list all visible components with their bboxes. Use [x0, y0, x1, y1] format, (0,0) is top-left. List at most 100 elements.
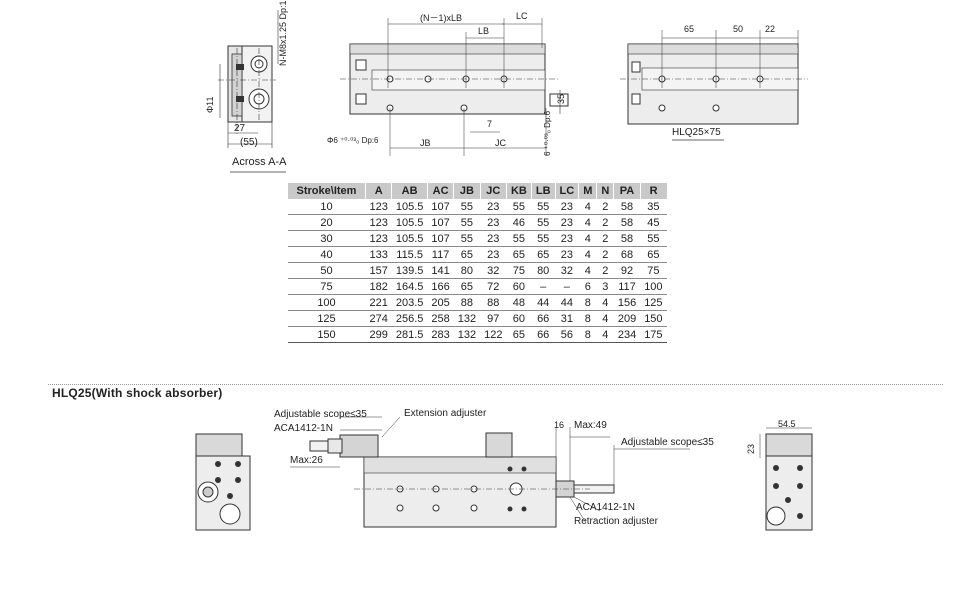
- dim-545-label: 54.5: [778, 419, 796, 429]
- dim-phi11-label: Φ11: [205, 96, 215, 113]
- table-cell: 8: [578, 326, 597, 343]
- table-cell: 60: [506, 310, 532, 327]
- table-cell: 107: [427, 199, 454, 215]
- table-cell: 209: [613, 310, 641, 327]
- dim-jc-label: JC: [495, 138, 506, 148]
- table-cell: 4: [578, 214, 597, 231]
- dim-7-label: 7: [487, 119, 493, 129]
- table-cell: 4: [578, 262, 597, 279]
- section-title: HLQ25(With shock absorber): [52, 386, 226, 400]
- table-cell: 4: [578, 246, 597, 263]
- table-cell: 23: [555, 230, 579, 247]
- aca-right-label: ACA1412-1N: [576, 502, 635, 513]
- table-cell: 203.5: [391, 294, 428, 311]
- dim-22-label: 22: [765, 24, 776, 34]
- table-cell: 65: [640, 246, 667, 263]
- adj-scope-left-label: Adjustable scope≤35: [274, 409, 367, 420]
- table-cell: 65: [531, 246, 556, 263]
- table-cell: 58: [613, 214, 641, 231]
- caption-across-aa: Across A-A: [232, 156, 287, 168]
- max26-label: Max:26: [290, 455, 323, 466]
- dim-55-label: (55): [240, 137, 258, 148]
- table-cell: 23: [555, 214, 579, 231]
- table-cell: 122: [480, 326, 507, 343]
- dim-65-label: 65: [684, 24, 695, 34]
- table-cell: 2: [596, 246, 614, 263]
- table-cell: 8: [578, 310, 597, 327]
- table-cell: 88: [453, 294, 481, 311]
- table-cell: 55: [531, 214, 556, 231]
- table-cell: 175: [640, 326, 667, 343]
- table-cell: 55: [640, 230, 667, 247]
- table-cell: 23: [480, 230, 507, 247]
- dim-jb-label: JB: [420, 138, 431, 148]
- shock-front-view-svg: [759, 427, 813, 531]
- shock-end-view-svg: [195, 433, 251, 531]
- table-header-cell: A: [364, 183, 392, 199]
- table-cell: 23: [480, 199, 507, 215]
- extension-adjuster-label: Extension adjuster: [404, 408, 487, 419]
- table-cell: 58: [613, 199, 641, 215]
- table-cell: 105.5: [391, 214, 428, 231]
- table-cell: 205: [427, 294, 454, 311]
- table-cell: 132: [453, 326, 481, 343]
- side-view-svg: [340, 18, 569, 156]
- table-cell: 139.5: [391, 262, 428, 279]
- table-cell: 10: [287, 199, 366, 215]
- dim-27-label: 27: [234, 123, 246, 134]
- table-cell: 4: [596, 294, 614, 311]
- table-cell: 66: [531, 326, 556, 343]
- table-header-cell: AC: [426, 183, 454, 199]
- table-cell: 100: [287, 294, 366, 311]
- section-divider: [48, 384, 943, 385]
- table-cell: 4: [578, 230, 597, 247]
- table-cell: 123: [365, 199, 392, 215]
- table-cell: 65: [506, 326, 532, 343]
- max49-label: Max:49: [574, 420, 607, 431]
- table-cell: 35: [640, 199, 667, 215]
- aca-left-label: ACA1412-1N: [274, 423, 333, 434]
- table-header-cell: AB: [391, 183, 428, 199]
- table-cell: 46: [506, 214, 532, 231]
- table-cell: 65: [453, 278, 481, 295]
- dim-lc-label: LC: [516, 11, 528, 21]
- table-cell: 2: [596, 230, 614, 247]
- table-cell: 23: [480, 214, 507, 231]
- dim-35-label: 35: [556, 93, 566, 104]
- table-cell: 2: [596, 262, 614, 279]
- section-header: HLQ25(With shock absorber): [48, 384, 943, 401]
- table-cell: 23: [555, 199, 579, 215]
- table-header-cell: KB: [505, 183, 532, 199]
- table-header-cell: LC: [554, 183, 579, 199]
- table-cell: 23: [480, 246, 507, 263]
- table-header-cell: M: [578, 183, 597, 199]
- table-cell: 75: [506, 262, 532, 279]
- table-cell: 80: [531, 262, 556, 279]
- table-cell: 55: [531, 230, 556, 247]
- table-cell: 55: [531, 199, 556, 215]
- table-cell: 65: [453, 246, 481, 263]
- table-cell: 258: [427, 310, 454, 327]
- dim-16-label: 16: [554, 420, 565, 430]
- table-header-cell: JC: [479, 183, 507, 199]
- dim-n1lb-label: (N－1)xLB: [420, 13, 463, 23]
- table-cell: 221: [365, 294, 392, 311]
- table-cell: 32: [480, 262, 507, 279]
- table-cell: 182: [365, 278, 392, 295]
- dim-lb-label: LB: [478, 26, 490, 36]
- table-cell: 58: [613, 230, 641, 247]
- table-cell: 6: [578, 278, 597, 295]
- dim-phi6-label: Φ6 ⁺⁰·⁰³₀ Dp:6: [327, 136, 379, 145]
- table-cell: 40: [287, 246, 366, 263]
- caption-hlq25x75: HLQ25×75: [672, 127, 721, 138]
- table-cell: 281.5: [391, 326, 428, 343]
- table-cell: 150: [640, 310, 667, 327]
